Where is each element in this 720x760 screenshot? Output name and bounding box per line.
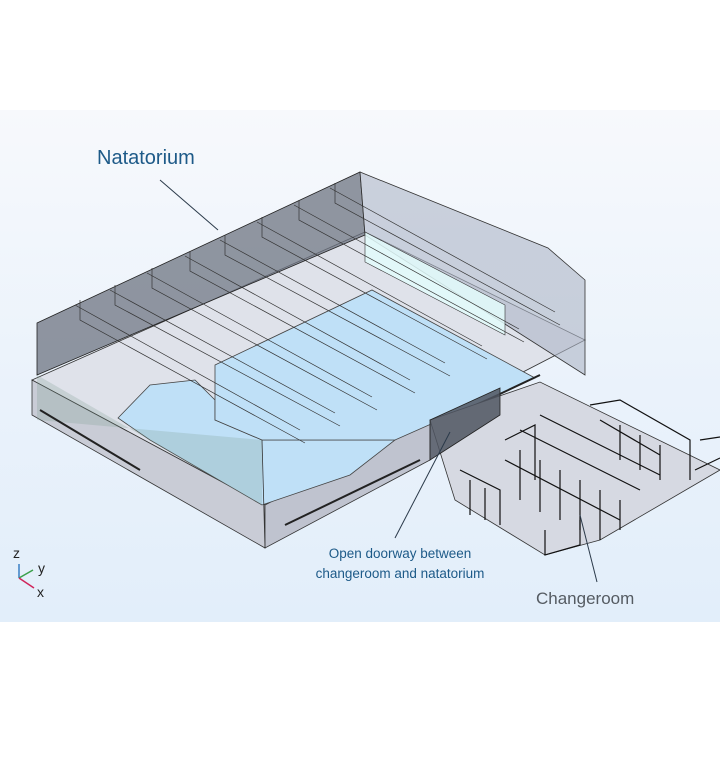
axis-triad-icon (18, 564, 35, 589)
glazing (364, 231, 506, 336)
natatorium-leader (159, 179, 219, 231)
changeroom-leader (579, 514, 598, 583)
roof-right-face (359, 171, 586, 376)
doorway-label: Open doorway between changeroom and nata… (300, 544, 500, 584)
pool-lap (214, 289, 536, 441)
roof-beams (74, 183, 561, 444)
doorway-leader (394, 431, 451, 539)
changeroom-dark-wall (429, 387, 501, 461)
axis-y-label: y (38, 560, 45, 576)
natatorium-label: Natatorium (97, 147, 195, 169)
building-front-edge (261, 439, 266, 549)
axis-x-label: x (37, 584, 44, 600)
axis-z-label: z (13, 545, 20, 561)
changeroom-partitions (459, 399, 720, 556)
doorway-label-line2: changeroom and natatorium (315, 566, 485, 581)
changeroom-label: Changeroom (536, 589, 635, 608)
natatorium-end-wall (37, 375, 262, 505)
doorway-label-line1: Open doorway between (328, 546, 472, 561)
